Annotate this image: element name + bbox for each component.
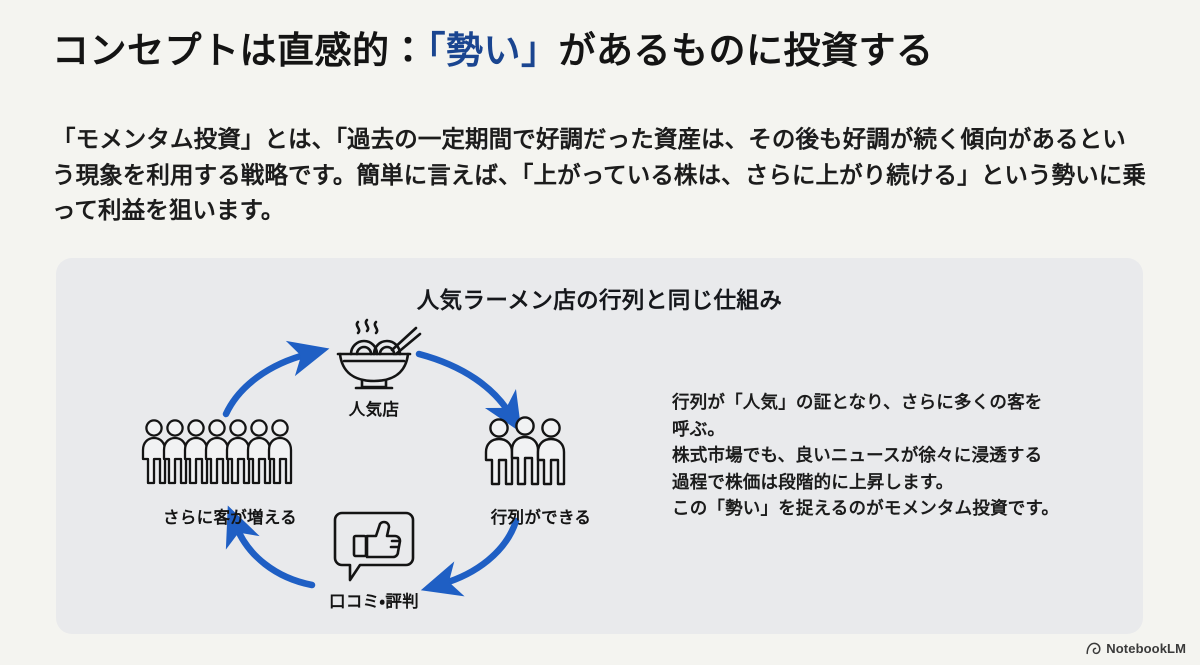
arrow-right-to-bottom xyxy=(420,517,520,597)
page-title-part1: コンセプトは直感的： xyxy=(52,30,427,71)
cycle-node-top xyxy=(326,316,422,394)
arrow-left-to-top xyxy=(222,340,330,418)
notebooklm-watermark-label: NotebookLM xyxy=(1106,641,1186,656)
cycle-label-top: 人気店 xyxy=(348,401,400,419)
cycle-node-bottom xyxy=(332,510,416,584)
arrow-bottom-to-left xyxy=(225,505,316,589)
cycle-arrows xyxy=(222,340,522,597)
description-line: 行列が「人気」の証となり、さらに多くの客を xyxy=(672,392,1043,412)
cycle-label-bottom: 口コミ・評判 xyxy=(329,593,419,611)
page-title-part2: があるものに投資する xyxy=(558,30,934,71)
page-title: コンセプトは直感的：「勢い」があるものに投資する xyxy=(52,28,934,74)
description-line: 呼ぶ。 xyxy=(672,418,726,439)
cycle-node-right xyxy=(482,416,568,490)
notebooklm-logo-icon xyxy=(1086,642,1101,655)
crowd-people-icon xyxy=(141,419,293,485)
three-people-icon xyxy=(484,416,566,486)
page-title-accent: 「勢い」 xyxy=(427,30,559,71)
lead-paragraph: 「モメンタム投資」とは、「過去の一定期間で好調だった資産は、その後も好調が続く傾… xyxy=(52,126,1146,224)
description-line: 過程で株価は段階的に上昇します。 xyxy=(672,471,954,492)
card-heading: 人気ラーメン店の行列と同じ仕組み xyxy=(416,288,783,313)
diagram-card: 人気ラーメン店の行列と同じ仕組み xyxy=(56,258,1143,634)
cycle-label-right: 行列ができる xyxy=(490,509,592,527)
notebooklm-watermark: NotebookLM xyxy=(1086,641,1186,656)
thumbs-up-speech-bubble-icon xyxy=(333,511,415,582)
cycle-label-left: さらに客が増える xyxy=(163,509,297,527)
arrow-top-to-right xyxy=(415,350,522,433)
card-description: 行列が「人気」の証となり、さらに多くの客を 呼ぶ。 株式市場でも、良いニュースが… xyxy=(672,389,1092,522)
cycle-diagram: 人気店 行列ができる xyxy=(126,316,626,621)
cycle-node-left xyxy=(140,416,296,490)
description-line: 株式市場でも、良いニュースが徐々に浸透する xyxy=(672,445,1043,466)
description-line: この「勢い」を捉えるのがモメンタム投資です。 xyxy=(672,498,1060,519)
ramen-bowl-icon xyxy=(336,318,422,390)
